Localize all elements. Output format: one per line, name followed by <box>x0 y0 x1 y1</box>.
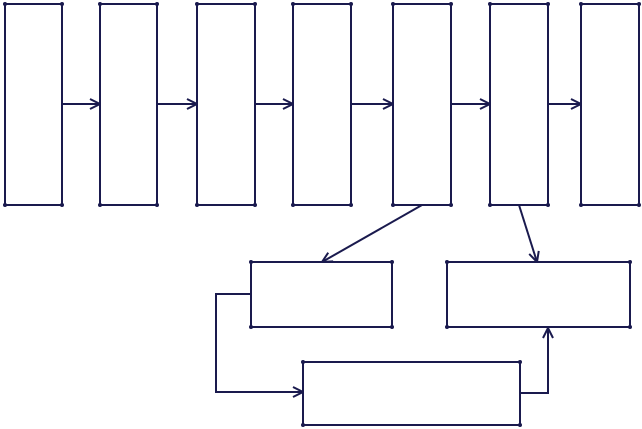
edge-stage-5-to-branch-left <box>322 204 423 262</box>
stage-2-corner-tr <box>155 2 159 6</box>
branch-left-box <box>250 261 393 328</box>
edges-layer <box>62 104 581 393</box>
stage-4-corner-tl <box>291 2 295 6</box>
merge-bottom-corner-br <box>518 423 522 427</box>
stage-1-corner-tr <box>60 2 64 6</box>
merge-bottom-corner-bl <box>301 423 305 427</box>
stage-7-corner-bl <box>579 203 583 207</box>
merge-bottom-corner-tl <box>301 360 305 364</box>
stage-6-box <box>489 3 549 206</box>
stage-2-box <box>99 3 158 206</box>
stage-7-corner-br <box>637 203 641 207</box>
edge-stage-6-to-branch-right <box>518 204 537 262</box>
stage-6-corner-tl <box>488 2 492 6</box>
stage-1-corner-bl <box>3 203 7 207</box>
stage-3-box <box>196 3 256 206</box>
branch-right-corner-br <box>628 325 632 329</box>
branch-left-corner-tr <box>390 260 394 264</box>
merge-bottom-box <box>302 361 521 426</box>
stage-4-corner-br <box>349 203 353 207</box>
edge-branch-left-to-merge-bottom <box>215 293 303 392</box>
stage-7-corner-tr <box>637 2 641 6</box>
stage-5-corner-bl <box>391 203 395 207</box>
stage-1-corner-tl <box>3 2 7 6</box>
stage-2-corner-tl <box>98 2 102 6</box>
stage-3-corner-bl <box>195 203 199 207</box>
branch-right-corner-tl <box>445 260 449 264</box>
branch-right-corner-bl <box>445 325 449 329</box>
stage-5-corner-tl <box>391 2 395 6</box>
stage-7-corner-tl <box>579 2 583 6</box>
stage-6-corner-bl <box>488 203 492 207</box>
branch-left-corner-br <box>390 325 394 329</box>
stage-2-corner-br <box>155 203 159 207</box>
stage-4-corner-tr <box>349 2 353 6</box>
stage-4-box <box>292 3 352 206</box>
branch-right-corner-tr <box>628 260 632 264</box>
stage-5-box <box>392 3 452 206</box>
merge-bottom-corner-tr <box>518 360 522 364</box>
branch-left-corner-bl <box>249 325 253 329</box>
stage-5-corner-tr <box>449 2 453 6</box>
branch-right-box <box>446 261 631 328</box>
stage-6-corner-tr <box>546 2 550 6</box>
corner-dots-layer <box>3 2 641 427</box>
stage-1-box <box>4 3 63 206</box>
stage-3-corner-tr <box>253 2 257 6</box>
stage-7-box <box>580 3 640 206</box>
nodes-layer <box>4 3 640 426</box>
edge-merge-bottom-to-branch-right <box>520 328 548 394</box>
stage-2-corner-bl <box>98 203 102 207</box>
stage-3-corner-tl <box>195 2 199 6</box>
stage-3-corner-br <box>253 203 257 207</box>
stage-6-corner-br <box>546 203 550 207</box>
branch-left-corner-tl <box>249 260 253 264</box>
stage-4-corner-bl <box>291 203 295 207</box>
stage-5-corner-br <box>449 203 453 207</box>
stage-1-corner-br <box>60 203 64 207</box>
